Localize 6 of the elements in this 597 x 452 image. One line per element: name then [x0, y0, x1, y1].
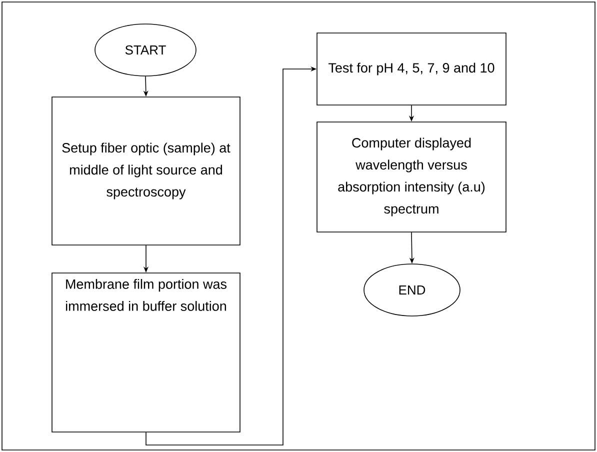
start-oval: START	[94, 24, 196, 76]
process-box: Computer displayed wavelength versus absorption intensity (a.u) spectrum	[316, 122, 506, 232]
end-oval: END	[364, 264, 460, 316]
process-box: Test for pH 4, 5, 7, 9 and 10	[316, 32, 506, 106]
process-box: Membrane film portion was immersed in buffer solution	[52, 272, 240, 432]
process-box: Setup fiber optic (sample) at middle of light source and spectroscopy	[52, 96, 240, 246]
